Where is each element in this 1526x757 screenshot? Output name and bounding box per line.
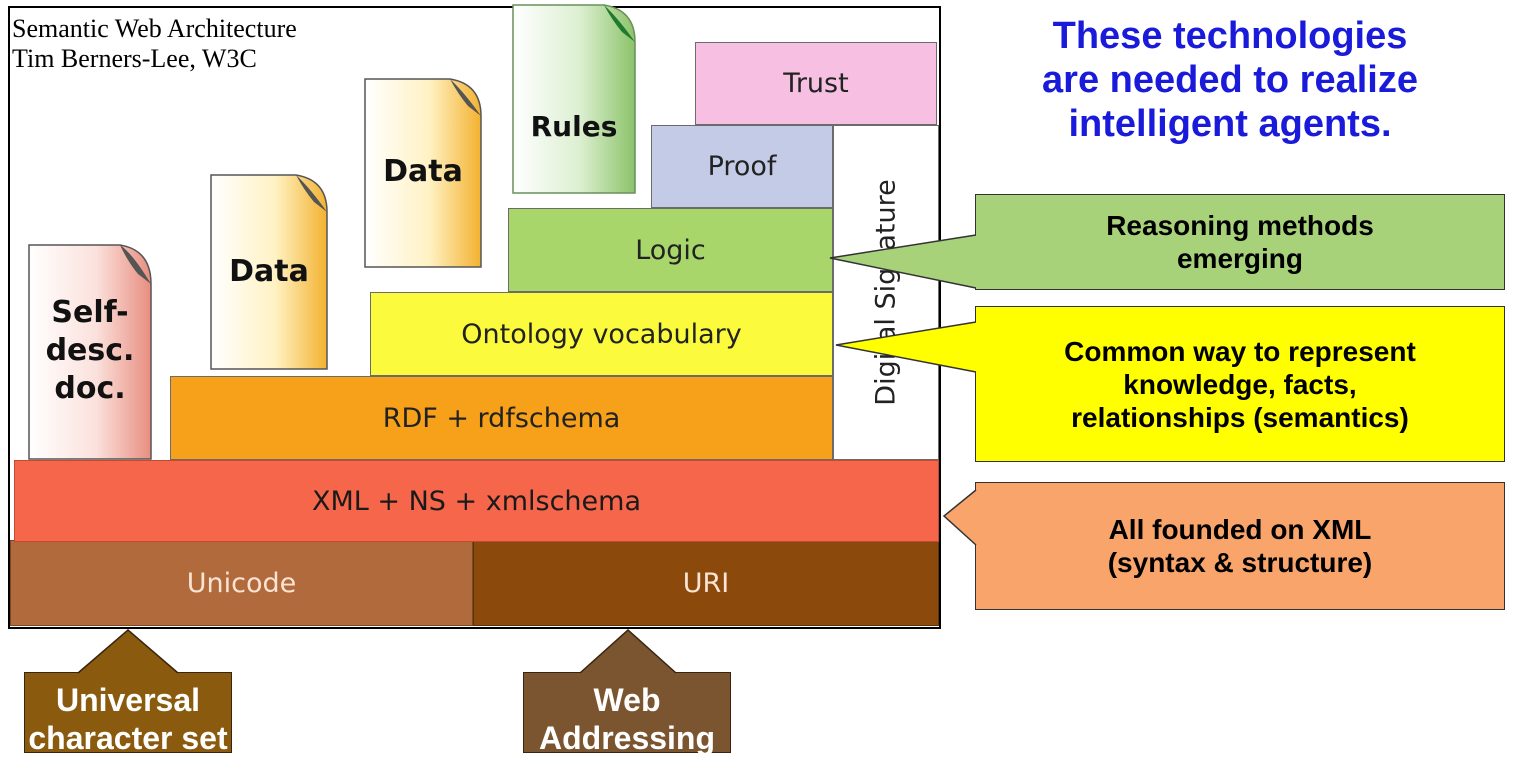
web-line-2: Addressing	[538, 720, 716, 756]
callout-common-representation: Common way to represent knowledge, facts…	[975, 306, 1505, 462]
xml-pointer	[944, 490, 976, 545]
universal-pointer	[78, 630, 178, 673]
callout-common-line-2: knowledge, facts,	[1123, 368, 1357, 400]
self-desc-line-3: doc.	[54, 371, 126, 406]
layer-digital-signature: Digital Signature	[833, 125, 939, 460]
callout-web-addressing: Web Addressing	[523, 672, 731, 756]
callout-reasoning-line-1: Reasoning methods	[1106, 210, 1374, 241]
digital-signature-label: Digital Signature	[870, 179, 902, 406]
layer-xml-ns-xmlschema: XML + NS + xmlschema	[14, 460, 939, 542]
document-data-upper: Data	[364, 78, 482, 268]
xml-pointer-outline	[942, 489, 977, 546]
data-label-lower: Data	[229, 254, 309, 289]
callout-common-line-3: relationships (semantics)	[1071, 401, 1409, 433]
callout-xml-line-2: (syntax & structure)	[1107, 547, 1373, 578]
rules-label: Rules	[530, 110, 618, 143]
data-label-upper: Data	[383, 154, 463, 189]
universal-line-1: Universal	[55, 682, 201, 718]
self-desc-line-1: Self-	[51, 295, 129, 330]
callout-reasoning: Reasoning methods emerging	[975, 194, 1505, 290]
headline-line-3: intelligent agents.	[1068, 103, 1392, 145]
document-data-lower: Data	[210, 174, 328, 370]
layer-unicode: Unicode	[10, 540, 473, 626]
layer-ontology-vocabulary: Ontology vocabulary	[370, 292, 833, 376]
headline-line-1: These technologies	[1052, 15, 1408, 57]
data-page-icon-upper	[364, 78, 482, 268]
document-rules: Rules	[512, 4, 636, 194]
headline: These technologies are needed to realize…	[960, 14, 1500, 146]
document-self-desc-doc: Self- desc. doc.	[28, 244, 152, 460]
universal-pointer-outline	[77, 629, 179, 674]
rules-page-icon	[512, 4, 636, 194]
layer-logic: Logic	[508, 208, 833, 292]
web-pointer	[580, 630, 676, 673]
credit-author: Tim Berners-Lee, W3C	[12, 44, 257, 73]
credit-title: Semantic Web Architecture	[12, 14, 297, 43]
layer-trust: Trust	[695, 42, 937, 125]
callout-universal-character-set: Universal character set	[24, 672, 232, 756]
callout-reasoning-line-2: emerging	[1176, 243, 1304, 274]
web-line-1: Web	[593, 682, 661, 718]
callout-common-line-1: Common way to represent	[1064, 335, 1416, 367]
data-page-icon	[210, 174, 328, 370]
self-desc-line-2: desc.	[45, 333, 135, 368]
layer-rdf-rdfschema: RDF + rdfschema	[170, 376, 833, 460]
web-pointer-outline	[579, 628, 677, 674]
callout-xml-line-1: All founded on XML	[1108, 514, 1372, 545]
layer-proof: Proof	[651, 125, 833, 208]
layer-uri: URI	[473, 540, 939, 626]
self-desc-page-icon	[28, 244, 152, 460]
callout-xml-foundation: All founded on XML (syntax & structure)	[975, 482, 1505, 610]
universal-line-2: character set	[28, 720, 228, 756]
headline-line-2: are needed to realize	[1042, 59, 1418, 101]
